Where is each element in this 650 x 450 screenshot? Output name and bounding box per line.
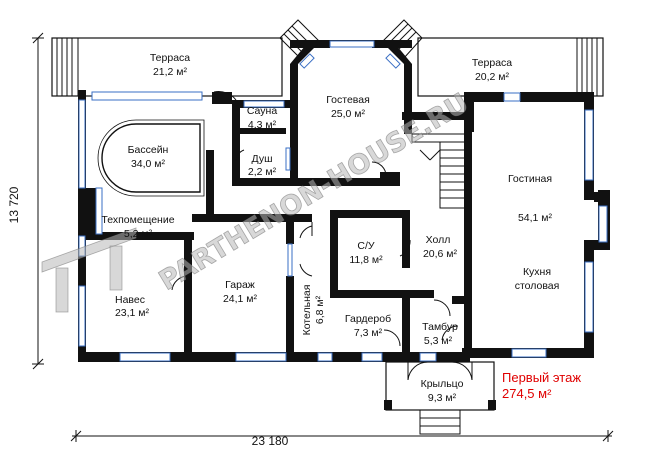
room-hall: Холл 20,6 м² (423, 234, 458, 260)
room-porch: Крыльцо 9,3 м² (421, 378, 464, 404)
porch-outline (384, 361, 496, 435)
floor-area: 274,5 м² (502, 386, 552, 401)
svg-text:Душ: Душ (251, 153, 272, 165)
room-terrace-left: Терраса 21,2 м² (150, 52, 190, 78)
width-dimension: 23 180 (252, 434, 289, 448)
floor-title: Первый этаж (502, 370, 581, 385)
svg-text:Крыльцо: Крыльцо (421, 378, 464, 390)
windows (78, 40, 608, 362)
svg-text:20,2 м²: 20,2 м² (475, 71, 510, 83)
staircase (411, 133, 467, 209)
svg-text:Бассейн: Бассейн (128, 144, 169, 156)
svg-text:Тамбур: Тамбур (422, 321, 458, 333)
room-shower: Душ 2,2 м² (248, 153, 277, 178)
svg-text:5,3 м²: 5,3 м² (424, 335, 453, 347)
svg-text:6,8 м²: 6,8 м² (314, 295, 326, 324)
dimension-lines (32, 32, 614, 442)
svg-text:Терраса: Терраса (472, 57, 512, 69)
room-guest: Гостевая 25,0 м² (326, 94, 370, 120)
svg-text:Сауна: Сауна (247, 105, 277, 117)
svg-text:25,0 м²: 25,0 м² (331, 108, 366, 120)
svg-text:Гостиная: Гостиная (508, 173, 552, 185)
svg-text:11,8 м²: 11,8 м² (349, 254, 383, 266)
svg-text:4,3 м²: 4,3 м² (248, 119, 277, 131)
svg-text:Кухня: Кухня (523, 266, 551, 278)
svg-text:34,0 м²: 34,0 м² (131, 158, 166, 170)
room-garage: Гараж 24,1 м² (223, 279, 258, 305)
room-boiler: Котельная 6,8 м² (301, 285, 326, 336)
room-tech: Техпомещение 5,2 м² (101, 214, 174, 240)
watermark-text: PARTHENON-HOUSE.RU (154, 87, 474, 296)
svg-text:Котельная: Котельная (301, 285, 313, 336)
room-sauna: Сауна 4,3 м² (247, 105, 277, 131)
door-swings (171, 91, 459, 347)
room-kitchen: Кухня столовая (515, 266, 560, 292)
svg-text:Гардероб: Гардероб (345, 313, 391, 325)
interior-walls (86, 100, 472, 356)
svg-text:7,3 м²: 7,3 м² (354, 327, 383, 339)
svg-text:9,3 м²: 9,3 м² (428, 392, 457, 404)
room-vestibule: Тамбур 5,3 м² (422, 321, 458, 347)
room-wc: С/У 11,8 м² (349, 240, 383, 266)
svg-text:Гостевая: Гостевая (326, 94, 370, 106)
watermark-logo (41, 227, 137, 313)
height-dimension: 13 720 (7, 186, 21, 223)
room-terrace-right: Терраса 20,2 м² (472, 57, 512, 83)
svg-text:столовая: столовая (515, 280, 560, 292)
svg-text:20,6 м²: 20,6 м² (423, 248, 458, 260)
room-canopy: Навес 23,1 м² (115, 294, 150, 319)
room-pool: Бассейн 34,0 м² (128, 144, 169, 170)
svg-text:Холл: Холл (426, 234, 451, 246)
pool-outline (101, 123, 201, 193)
svg-text:2,2 м²: 2,2 м² (248, 166, 277, 178)
svg-text:5,2 м²: 5,2 м² (124, 228, 153, 240)
svg-text:Гараж: Гараж (225, 279, 255, 291)
watermark: PARTHENON-HOUSE.RU (154, 87, 475, 297)
room-labels: Терраса 21,2 м² Терраса 20,2 м² Гостевая… (101, 52, 559, 404)
svg-text:54,1 м²: 54,1 м² (518, 212, 553, 224)
svg-text:Техпомещение: Техпомещение (101, 214, 174, 226)
svg-text:Терраса: Терраса (150, 52, 190, 64)
room-living: Гостиная 54,1 м² (508, 173, 553, 224)
svg-text:23,1 м²: 23,1 м² (115, 307, 150, 319)
svg-text:Навес: Навес (115, 294, 145, 306)
svg-text:С/У: С/У (357, 240, 375, 252)
svg-text:21,2 м²: 21,2 м² (153, 66, 188, 78)
room-wardrobe: Гардероб 7,3 м² (345, 313, 391, 339)
svg-text:24,1 м²: 24,1 м² (223, 293, 258, 305)
